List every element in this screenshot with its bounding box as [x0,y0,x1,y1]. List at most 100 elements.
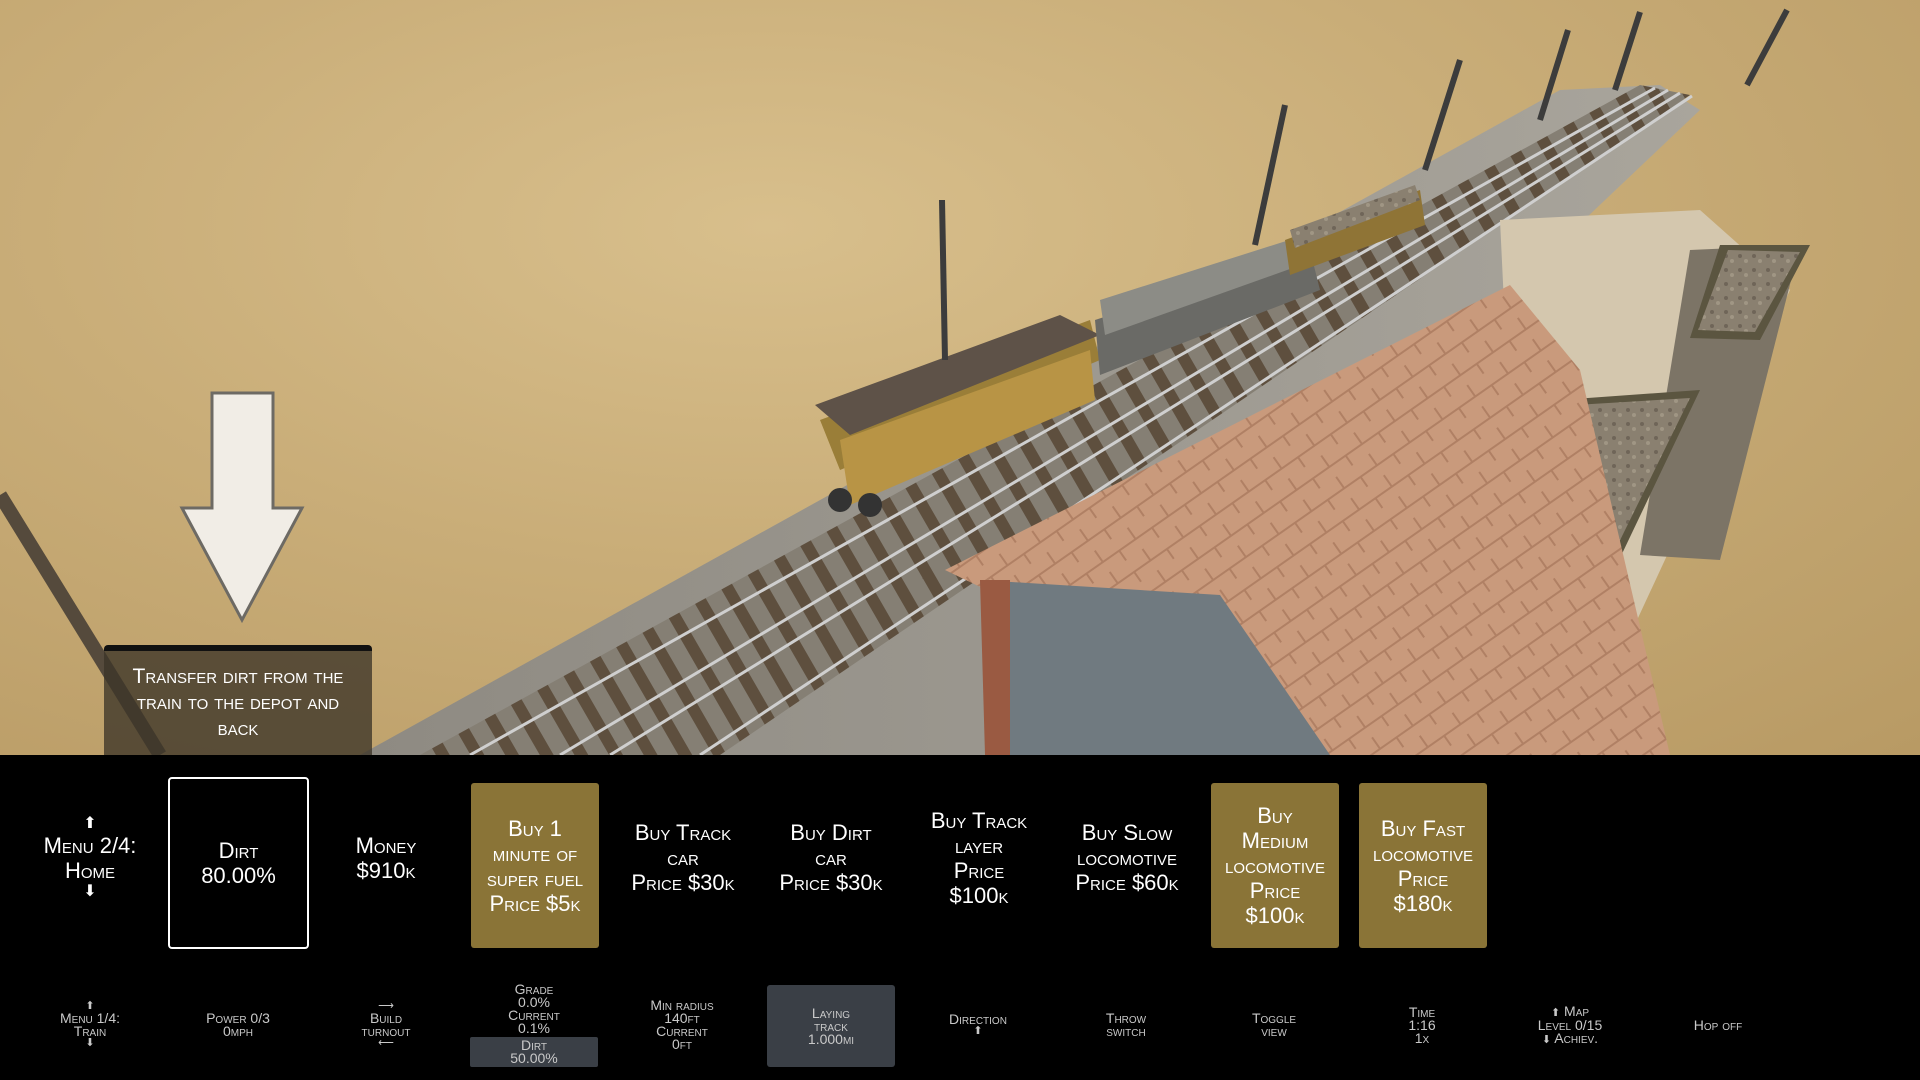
build-turnout-button[interactable]: ⟶ Build turnout ⟵ [321,983,451,1067]
laying-track-line1: Laying [811,1004,851,1021]
buy-fast-locomotive-button[interactable]: Buy Fast locomotive Price $180k [1359,783,1487,948]
arrow-up-icon: ⬆ [973,1025,983,1037]
dirt-label: Dirt [218,838,259,863]
buy-track-car-line1: Buy Track [634,820,732,845]
throw-switch-line2: switch [1106,1023,1146,1039]
dirt-value: 80.00% [201,863,276,888]
laying-track-toggle[interactable]: Laying track 1.000mi [767,985,895,1067]
money-label: Money [355,832,417,858]
buy-medium-loco-line4: Price [1249,878,1301,903]
main-track [420,85,1690,755]
time-value: 1:16 [1408,1016,1436,1033]
depot-wall [980,580,1330,755]
buy-fast-loco-line3: Price [1397,865,1449,891]
hop-off-label: Hop off [1693,1016,1743,1033]
map-level-achievements[interactable]: ⬆ Map Level 0/15 ⬇ Achiev. [1505,983,1635,1067]
laying-track-line2: track [814,1017,848,1034]
grade-current-value: 0.1% [518,1020,550,1036]
yard-dirt-wagon-2 [1690,245,1810,340]
buy-medium-loco-price: $100k [1245,903,1305,928]
train-menu-sub: Train [73,1023,107,1039]
arrow-down-icon: ⬇ [1541,1033,1552,1046]
track-layer-car [815,315,1100,517]
power-label: Power 0/3 [206,1010,270,1026]
buy-slow-locomotive-button[interactable]: Buy Slow locomotive Price $60k [1063,775,1191,940]
arrow-up-icon: ⬆ [83,814,97,832]
achievements-label: Achiev. [1554,1029,1599,1046]
buy-medium-locomotive-button[interactable]: Buy Medium locomotive Price $100k [1211,783,1339,948]
time-label: Time [1408,1003,1436,1020]
buy-slow-loco-line2: locomotive [1076,845,1177,870]
map-label: Map [1564,1002,1590,1019]
toggle-view-line1: Toggle [1251,1010,1297,1026]
arrow-down-icon: ⬇ [85,1037,95,1049]
throw-switch-button[interactable]: Throw switch [1061,983,1191,1067]
min-radius-label: Min radius [650,997,714,1013]
buy-dirt-car-button[interactable]: Buy Dirt car Price $30k [767,775,895,940]
buy-track-car-button[interactable]: Buy Track car Price $30k [619,775,747,940]
buy-dirt-car-line2: car [815,845,847,870]
arrow-right-icon: ⟶ [378,1000,394,1012]
direction-label: Direction [949,1011,1007,1027]
menu-nav-home[interactable]: ⬆ Menu 2/4: Home ⬇ [26,775,154,940]
buy-fast-loco-line1: Buy Fast [1380,815,1466,841]
buy-track-layer-line3: Price [953,857,1005,883]
radius-current-value: 0ft [671,1036,692,1052]
level-value: Level 0/15 [1537,1016,1603,1033]
menu-nav-train[interactable]: ⬆ Menu 1/4: Train ⬇ [25,983,155,1067]
buy-medium-loco-line1: Buy [1257,803,1293,828]
laying-track-distance: 1.000mi [807,1030,855,1047]
build-turnout-line1: Build [369,1010,403,1026]
arrow-left-icon: ⟵ [378,1037,394,1049]
buy-dirt-car-price: Price $30k [779,870,883,895]
buy-fast-loco-line2: locomotive [1372,840,1473,866]
menu-nav-sub: Home [64,857,116,883]
hop-off-button[interactable]: Hop off [1653,983,1783,1067]
buy-track-car-price: Price $30k [631,870,735,895]
tooltip-transfer-dirt: Transfer dirt from the train to the depo… [104,645,372,755]
throw-switch-line1: Throw [1105,1010,1147,1026]
min-radius-display: Min radius 140ft Current 0ft [617,983,747,1067]
train-menu-label: Menu 1/4: [59,1010,121,1026]
grade-current-label: Current [508,1007,560,1023]
menu-nav-label: Menu 2/4: [43,832,137,858]
arrow-up-icon: ⬆ [85,1000,95,1012]
grade-value: 0.0% [518,994,550,1010]
buy-fast-loco-price: $180k [1393,890,1453,916]
buy-slow-loco-price: Price $60k [1075,870,1179,895]
buy-track-car-line2: car [667,845,699,870]
objective-down-arrow [179,391,305,624]
scene-illustration [0,8,1810,755]
buy-slow-loco-line1: Buy Slow [1081,820,1173,845]
buy-medium-loco-line3: locomotive [1224,853,1325,878]
direction-button[interactable]: Direction ⬆ [913,983,1043,1067]
dirt-level-box: Dirt 50.00% [470,1037,598,1067]
power-control[interactable]: Power 0/3 0mph [173,983,303,1067]
buy-fuel-line2: minute of [492,840,578,866]
buy-dirt-car-line1: Buy Dirt [790,820,872,845]
buy-fuel-line3: super fuel [486,865,584,891]
time-control[interactable]: Time 1:16 1x [1357,983,1487,1067]
money-display: Money $910k [322,775,450,940]
build-turnout-line2: turnout [361,1023,411,1039]
speed-value: 0mph [222,1023,253,1039]
buy-track-layer-button[interactable]: Buy Track layer Price $100k [915,775,1043,940]
track-flat-car [1095,235,1320,375]
toggle-view-line2: view [1261,1023,1287,1039]
line-dirt-car [1285,185,1425,275]
dirt-sub-value: 50.00% [510,1050,558,1066]
buy-fuel-price: Price $5k [489,890,581,916]
buy-track-layer-price: $100k [949,882,1009,908]
min-radius-value: 140ft [664,1010,700,1026]
tooltip-text: Transfer dirt from the train to the depo… [132,665,344,740]
dirt-status-button[interactable]: Dirt 80.00% [168,777,309,949]
grade-display: Grade 0.0% Current 0.1% Dirt 50.00% [469,977,599,1073]
buy-super-fuel-button[interactable]: Buy 1 minute of super fuel Price $5k [471,783,599,948]
game-scene-view[interactable]: Transfer dirt from the train to the depo… [0,0,1920,755]
buy-track-layer-line1: Buy Track [930,807,1028,833]
toggle-view-button[interactable]: Toggle view [1209,983,1339,1067]
bottom-hud: ⬆ Menu 2/4: Home ⬇ Dirt 80.00% Money $91… [0,755,1920,1080]
dirt-sub-label: Dirt [520,1037,548,1053]
radius-current-label: Current [656,1023,708,1039]
time-speed: 1x [1414,1029,1430,1046]
